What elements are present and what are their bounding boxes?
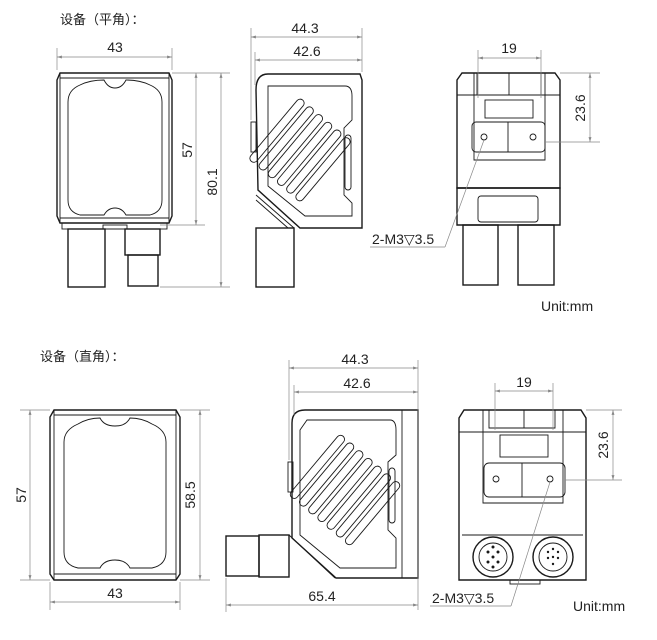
right-angle-rear-hole-offset-dimension: 23.6: [595, 431, 611, 458]
flat-rear-hole-offset-dimension: 23.6: [572, 94, 588, 121]
flat-side-view: [247, 73, 363, 288]
flat-front-view: [56, 72, 173, 288]
right-angle-side-total-length-dimension: 65.4: [308, 588, 335, 604]
flat-front-width-dimension: 43: [107, 39, 123, 55]
flat-side-total-depth-dimension: 44.3: [291, 20, 318, 36]
flat-side-body-depth-dimension: 42.6: [293, 43, 320, 59]
right-angle-rear-view: [458, 409, 587, 585]
right-angle-rear-hole-spacing-dimension: 19: [516, 374, 532, 390]
right-angle-side-view: [225, 409, 419, 579]
flat-front-body-height-dimension: 57: [179, 142, 195, 158]
flat-section-title: 设备（平角）：: [60, 12, 145, 28]
right-angle-section-title: 设备（直角）：: [40, 349, 125, 365]
flat-rear-hole-spacing-dimension: 19: [501, 40, 517, 56]
flat-thread-note: 2-M3▽3.5: [372, 231, 434, 247]
right-angle-front-body-height-dimension: 57: [13, 487, 29, 503]
flat-front-total-height-dimension: 80.1: [204, 168, 220, 195]
right-angle-side-total-depth-dimension: 44.3: [341, 351, 368, 367]
flat-unit-label: Unit:mm: [541, 298, 593, 314]
right-angle-side-body-depth-dimension: 42.6: [343, 375, 370, 391]
flat-rear-view: [456, 72, 561, 286]
right-angle-unit-label: Unit:mm: [573, 598, 625, 614]
right-angle-thread-note: 2-M3▽3.5: [432, 590, 494, 606]
right-angle-front-total-height-dimension: 58.5: [182, 481, 198, 508]
right-angle-front-width-dimension: 43: [107, 585, 123, 601]
right-angle-front-view: [49, 409, 181, 581]
